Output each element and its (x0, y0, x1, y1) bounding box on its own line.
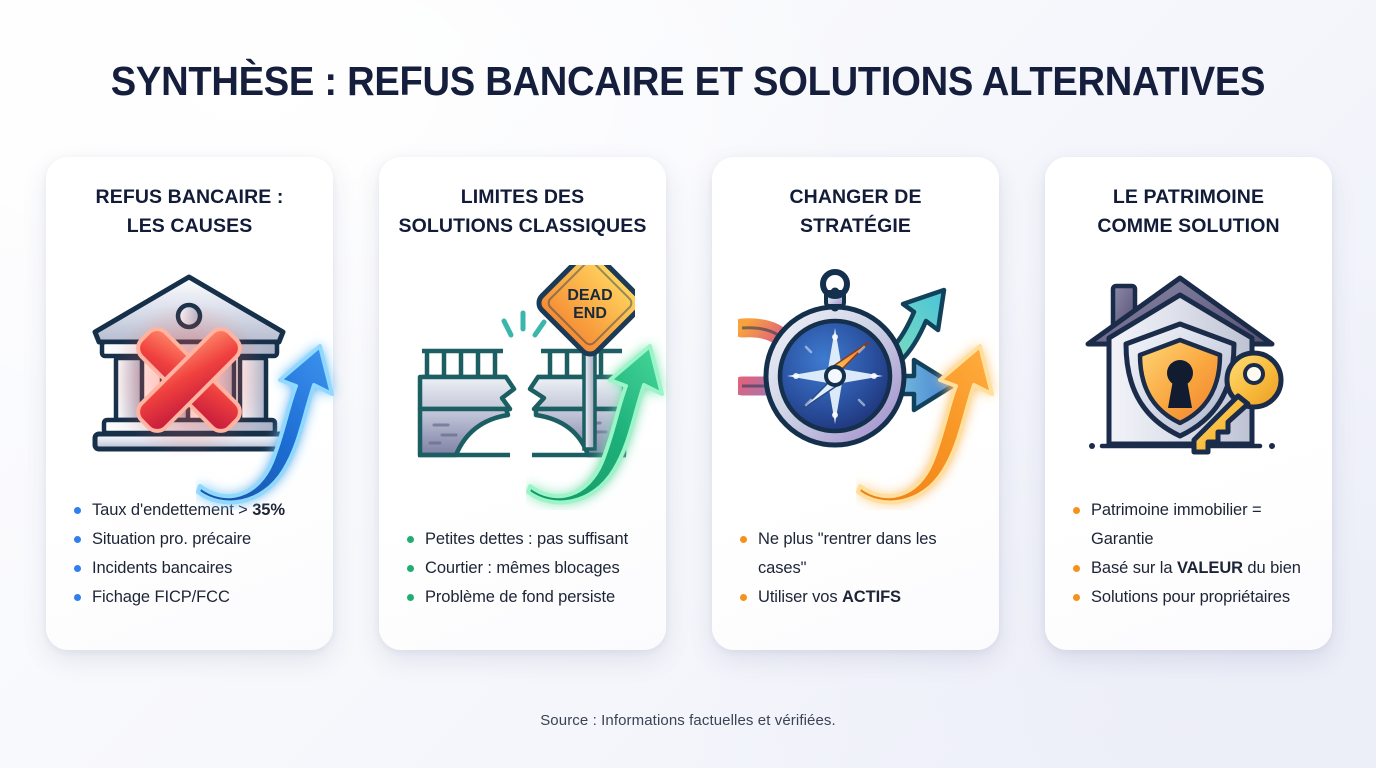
bullet-text-tail: du bien (1242, 559, 1301, 577)
bullet-text: Ne plus "rentrer dans les cases" (758, 530, 937, 577)
house-shield-key-icon (1063, 265, 1314, 465)
card-patrimoine-comme-solution[interactable]: LE PATRIMOINE COMME SOLUTION (1045, 157, 1332, 650)
card-changer-de-strategie[interactable]: CHANGER DE STRATÉGIE (712, 157, 999, 650)
bullet-item: Situation pro. précaire (72, 525, 313, 554)
bullet-item: Petites dettes : pas suffisant (405, 525, 646, 554)
card-title-patrimoine: LE PATRIMOINE COMME SOLUTION (1097, 183, 1279, 243)
bullet-emphasis: 35% (252, 501, 285, 519)
bullet-emphasis: ACTIFS (841, 588, 901, 606)
page-title: SYNTHÈSE : REFUS BANCAIRE ET SOLUTIONS A… (110, 58, 1266, 104)
card-title-line-1: CHANGER DE (789, 186, 922, 208)
card-refus-bancaire[interactable]: REFUS BANCAIRE : LES CAUSES (46, 157, 333, 650)
bullet-list-limites-solutions: Petites dettes : pas suffisant Courtier … (397, 525, 648, 630)
bullet-item: Courtier : mêmes blocages (405, 554, 646, 583)
card-title-line-2: COMME SOLUTION (1097, 215, 1280, 237)
bullet-text: Patrimoine immobilier = Garantie (1091, 501, 1262, 548)
card-title-limites-solutions: LIMITES DES SOLUTIONS CLASSIQUES (399, 183, 647, 243)
bullet-item: Taux d'endettement > 35% (72, 496, 313, 525)
bullet-text: Incidents bancaires (92, 559, 233, 577)
bank-with-red-cross-icon (64, 265, 315, 465)
bullet-text: Taux d'endettement > (92, 501, 253, 519)
card-title-line-1: REFUS BANCAIRE : (95, 186, 284, 208)
bullet-item: Solutions pour propriétaires (1071, 583, 1312, 612)
card-title-line-2: SOLUTIONS CLASSIQUES (398, 215, 647, 237)
bullet-item: Patrimoine immobilier = Garantie (1071, 496, 1312, 554)
card-title-line-1: LIMITES DES (460, 186, 585, 208)
bullet-text: Utiliser vos (758, 588, 842, 606)
bullet-list-patrimoine: Patrimoine immobilier = Garantie Basé su… (1063, 496, 1314, 630)
card-limites-solutions-classiques[interactable]: LIMITES DES SOLUTIONS CLASSIQUES (379, 157, 666, 650)
bullet-item: Fichage FICP/FCC (72, 583, 313, 612)
bullet-text: Petites dettes : pas suffisant (425, 530, 629, 548)
bullet-item: Problème de fond persiste (405, 583, 646, 612)
source-note: Source : Informations factuelles et véri… (540, 712, 836, 729)
bullet-item: Incidents bancaires (72, 554, 313, 583)
card-title-changer-strategie: CHANGER DE STRATÉGIE (789, 183, 921, 243)
bullet-text: Courtier : mêmes blocages (425, 559, 620, 577)
card-title-line-1: LE PATRIMOINE (1112, 186, 1265, 208)
bullet-item: Basé sur la VALEUR du bien (1071, 554, 1312, 583)
card-title-line-2: LES CAUSES (126, 215, 253, 237)
sign-text-line-1: DEAD (567, 287, 612, 304)
bullet-text: Situation pro. précaire (92, 530, 252, 548)
sign-text-line-2: END (573, 305, 607, 322)
broken-bridge-dead-end-icon: DEAD END (397, 265, 648, 465)
bullet-text: Solutions pour propriétaires (1091, 588, 1290, 606)
bullet-list-changer-strategie: Ne plus "rentrer dans les cases" Utilise… (730, 525, 981, 630)
cards-row: REFUS BANCAIRE : LES CAUSES (46, 157, 1332, 650)
bullet-text: Problème de fond persiste (425, 588, 616, 606)
bullet-emphasis: VALEUR (1176, 559, 1243, 577)
bullet-list-refus-bancaire: Taux d'endettement > 35% Situation pro. … (64, 496, 315, 630)
compass-with-arrows-icon (730, 265, 981, 465)
bullet-text: Basé sur la (1091, 559, 1177, 577)
card-title-refus-bancaire: REFUS BANCAIRE : LES CAUSES (96, 183, 284, 243)
card-title-line-2: STRATÉGIE (799, 215, 912, 237)
bullet-text: Fichage FICP/FCC (92, 588, 230, 606)
bullet-item: Utiliser vos ACTIFS (738, 583, 979, 612)
bullet-item: Ne plus "rentrer dans les cases" (738, 525, 979, 583)
